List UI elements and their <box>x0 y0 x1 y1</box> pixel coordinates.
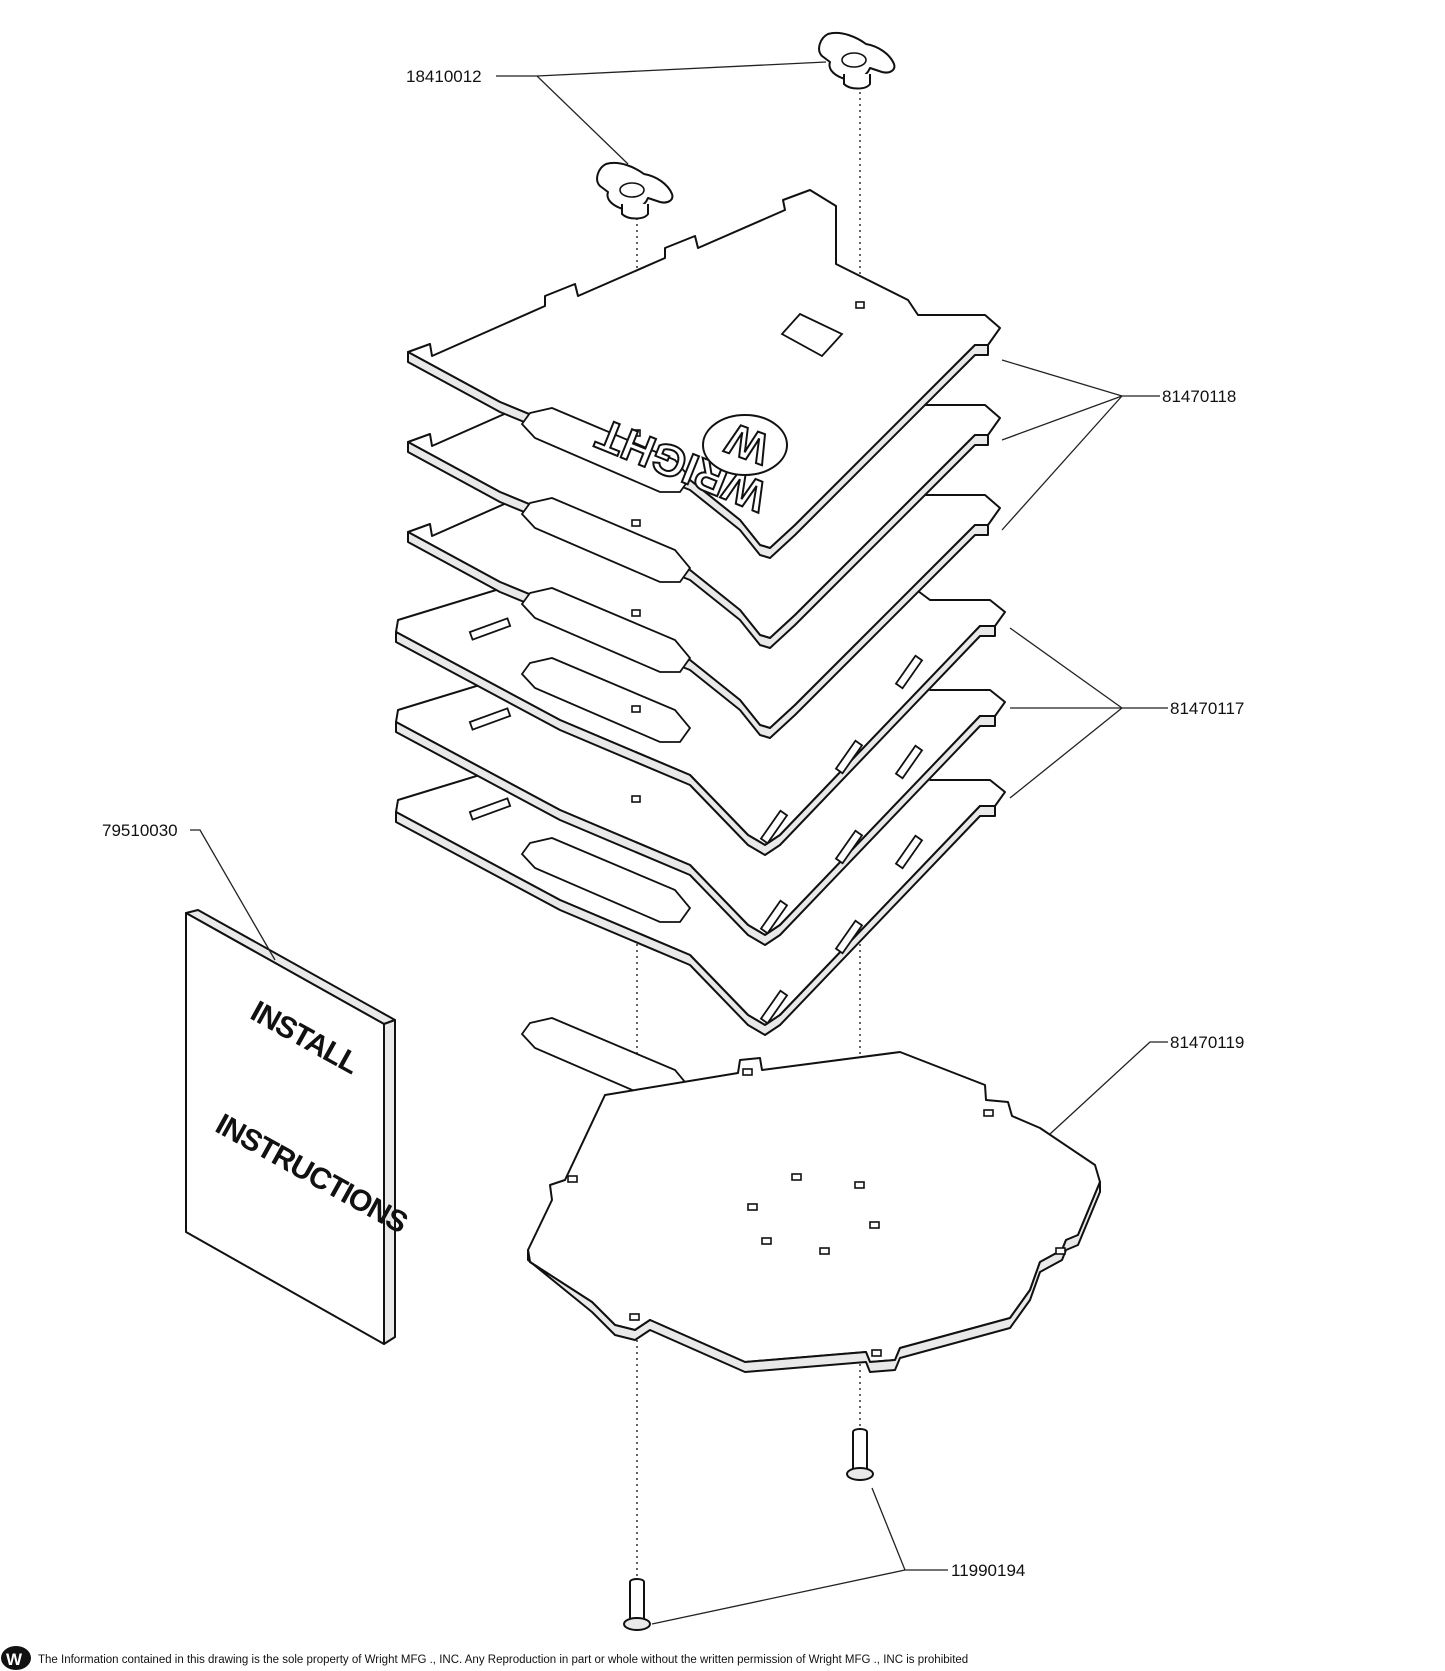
instruction-manual: INSTALL INSTRUCTIONS <box>185 909 412 1345</box>
footer: W The Information contained in this draw… <box>0 1641 1445 1671</box>
callout-middle-plate: 81470117 <box>1170 699 1244 718</box>
callout-wing-nut: 18410012 <box>406 67 482 86</box>
property-notice: The Information contained in this drawin… <box>38 1654 969 1666</box>
wing-nut-right <box>818 32 896 90</box>
leader-manual <box>190 829 276 961</box>
bolt-left <box>623 1578 651 1631</box>
leader-wing-nut <box>496 61 827 165</box>
leader-top-plate <box>1001 359 1160 531</box>
callout-top-plate: 81470118 <box>1162 387 1236 406</box>
logo-letter: W <box>6 1650 23 1669</box>
wing-nut-left <box>596 162 674 220</box>
callout-base-plate: 81470119 <box>1170 1033 1244 1052</box>
middle-plate-2 <box>395 664 1006 946</box>
plate-brand-logo <box>702 414 788 476</box>
callout-manual: 79510030 <box>102 821 178 840</box>
top-plate-2 <box>407 279 1001 649</box>
leader-base-plate <box>1049 1041 1168 1135</box>
leader-bolt <box>651 1487 948 1625</box>
bolt-right <box>846 1428 874 1481</box>
company-logo-icon: W <box>1 1646 31 1670</box>
base-plate <box>527 1051 1101 1373</box>
top-plate-3 <box>407 369 1001 739</box>
leader-middle-plate <box>1009 627 1168 799</box>
callout-bolt: 11990194 <box>951 1561 1025 1580</box>
middle-plate-1 <box>395 574 1006 856</box>
